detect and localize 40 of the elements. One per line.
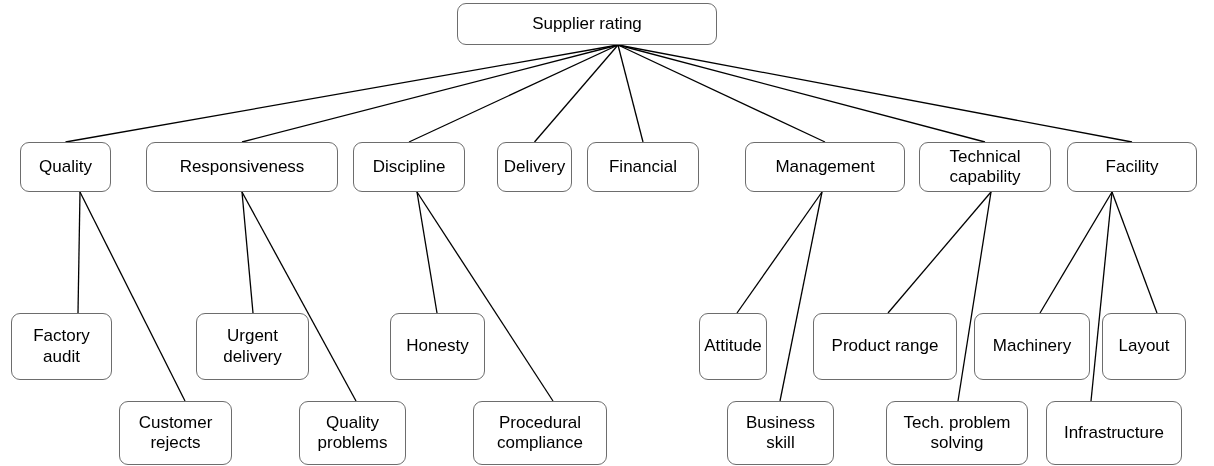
connector-line bbox=[617, 44, 1133, 143]
category-box: Financial bbox=[587, 142, 699, 192]
category-box: Supplier rating bbox=[457, 3, 717, 45]
category-box: Tech. problem solving bbox=[886, 401, 1028, 465]
connector-line bbox=[533, 44, 619, 143]
category-box: Quality bbox=[20, 142, 111, 192]
category-box: Management bbox=[745, 142, 905, 192]
category-box: Factory audit bbox=[11, 313, 112, 380]
category-box: Business skill bbox=[727, 401, 834, 465]
connector-line bbox=[241, 191, 357, 402]
connector-line bbox=[617, 44, 644, 143]
category-box: Responsiveness bbox=[146, 142, 338, 192]
connector-line bbox=[736, 191, 823, 314]
connector-line bbox=[241, 191, 254, 314]
category-box: Urgent delivery bbox=[196, 313, 309, 380]
connector-line bbox=[416, 191, 554, 402]
category-box: Customer rejects bbox=[119, 401, 232, 465]
category-box: Infrastructure bbox=[1046, 401, 1182, 465]
category-box: Procedural compliance bbox=[473, 401, 607, 465]
connector-line bbox=[779, 191, 823, 402]
connector-line bbox=[1039, 191, 1113, 314]
connector-line bbox=[887, 191, 992, 314]
connector-line bbox=[957, 191, 992, 402]
connector-line bbox=[79, 191, 186, 402]
connector-line bbox=[77, 191, 81, 314]
connector-line bbox=[1090, 191, 1113, 402]
category-box: Delivery bbox=[497, 142, 572, 192]
category-box: Facility bbox=[1067, 142, 1197, 192]
category-box: Honesty bbox=[390, 313, 485, 380]
category-box: Machinery bbox=[974, 313, 1090, 380]
category-box: Layout bbox=[1102, 313, 1186, 380]
connector-line bbox=[617, 44, 826, 143]
category-box: Discipline bbox=[353, 142, 465, 192]
category-box: Technical capability bbox=[919, 142, 1051, 192]
connector-line bbox=[416, 191, 438, 314]
category-box: Quality problems bbox=[299, 401, 406, 465]
category-box: Product range bbox=[813, 313, 957, 380]
connector-line bbox=[1111, 191, 1158, 314]
connector-line bbox=[408, 44, 619, 143]
category-box: Attitude bbox=[699, 313, 767, 380]
